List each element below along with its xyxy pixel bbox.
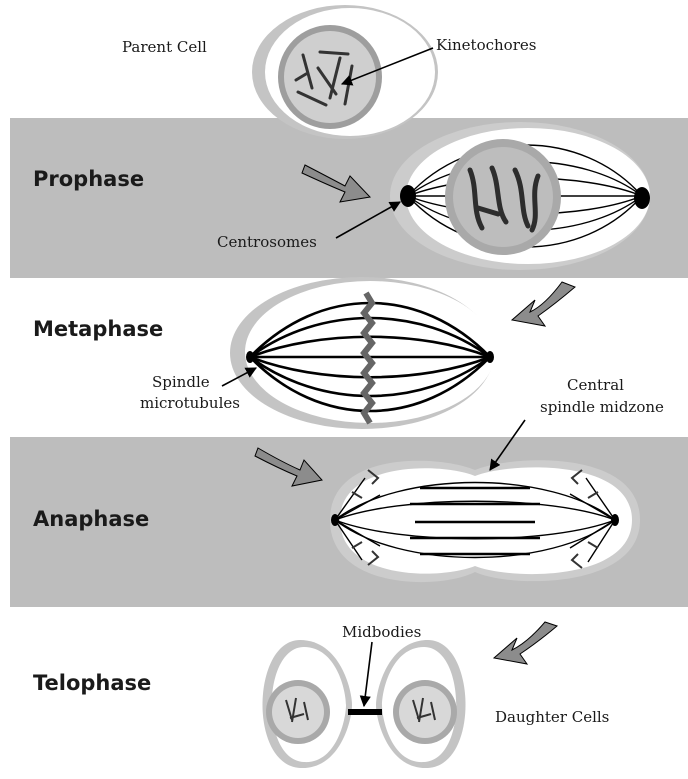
- metaphase-cell: [230, 277, 495, 429]
- phase-label-telophase: Telophase: [33, 671, 151, 695]
- label-parent-cell: Parent Cell: [122, 38, 207, 56]
- anaphase-cell: [330, 460, 640, 582]
- label-spindle-microtubules-1: Spindle: [152, 373, 210, 391]
- prophase-cell: [390, 122, 650, 270]
- label-centrosomes: Centrosomes: [217, 233, 317, 251]
- midbody: [348, 709, 382, 715]
- phase-label-metaphase: Metaphase: [33, 317, 163, 341]
- centrosome-right: [634, 187, 650, 209]
- arrow-to-telophase: [494, 622, 557, 664]
- label-kinetochores: Kinetochores: [436, 36, 536, 54]
- parent-cell: [252, 5, 438, 139]
- arrow-to-metaphase: [512, 282, 575, 326]
- centrosome-left: [400, 185, 416, 207]
- label-daughter-cells: Daughter Cells: [495, 708, 609, 726]
- label-central-spindle-2: spindle midzone: [540, 398, 664, 416]
- label-central-spindle-1: Central: [567, 376, 624, 394]
- phase-label-anaphase: Anaphase: [33, 507, 149, 531]
- phase-label-prophase: Prophase: [33, 167, 144, 191]
- label-spindle-microtubules-2: microtubules: [140, 394, 240, 412]
- label-midbodies: Midbodies: [342, 623, 421, 641]
